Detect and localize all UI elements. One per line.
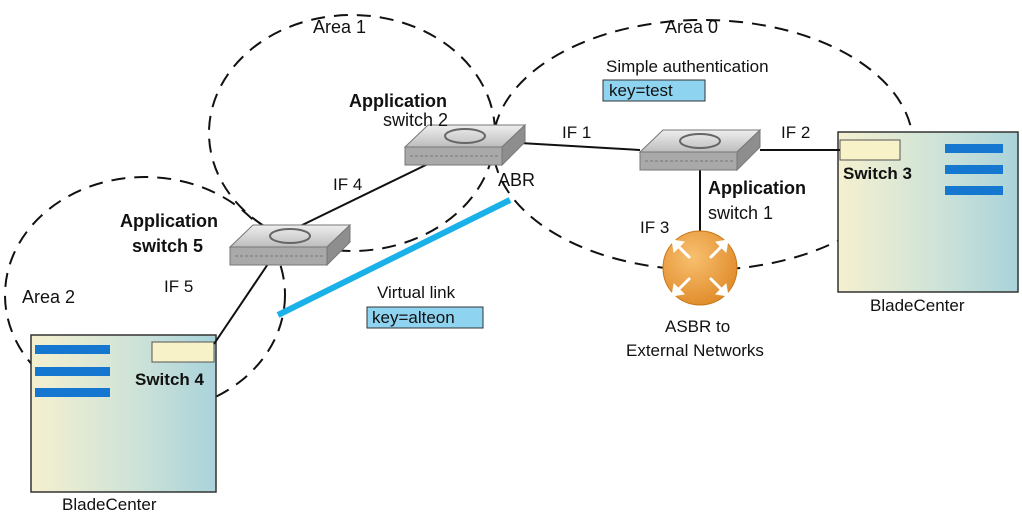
asbr-router-icon[interactable] (662, 230, 738, 306)
link-if4 (291, 161, 433, 231)
application-switch-5[interactable] (228, 223, 352, 267)
virtual-link-key: key=alteon (372, 308, 455, 327)
switch-2-label-line1: Application (349, 91, 447, 111)
asbr-label-line1: ASBR to (665, 317, 730, 336)
switch-1-label-line1: Application (708, 178, 806, 198)
asbr-label-line2: External Networks (626, 341, 764, 360)
switch-2-label-line2: switch 2 (383, 110, 448, 130)
if3-label: IF 3 (640, 218, 669, 237)
switch-3-label: Switch 3 (843, 164, 912, 183)
if5-label: IF 5 (164, 277, 193, 296)
switch-4-label: Switch 4 (135, 370, 205, 389)
area-2-boundary (4, 176, 286, 414)
area-0-label: Area 0 (665, 17, 718, 37)
link-if1 (519, 142, 641, 151)
link-if5 (213, 257, 273, 345)
bladecenter-right-caption: BladeCenter (870, 296, 965, 315)
bay-bar (945, 165, 1003, 174)
bladecenter-left (30, 334, 217, 493)
virtual-link-key-box (366, 306, 484, 329)
area-1-label: Area 1 (313, 17, 366, 37)
if2-label: IF 2 (781, 123, 810, 142)
application-switch-2[interactable] (403, 123, 527, 167)
auth-key-box (602, 79, 706, 102)
auth-key: key=test (609, 81, 673, 100)
area-2-label: Area 2 (22, 287, 75, 307)
switch-4-slot (151, 341, 215, 363)
bay-bar (945, 186, 1003, 195)
bladecenter-right (837, 131, 1019, 293)
auth-title: Simple authentication (606, 57, 769, 76)
bay-bar (945, 144, 1003, 153)
bay-bar (35, 388, 110, 397)
bay-bar (35, 345, 110, 354)
switch-1-label-line2: switch 1 (708, 203, 773, 223)
application-switch-1[interactable] (638, 128, 762, 172)
bay-bar (35, 367, 110, 376)
if4-label: IF 4 (333, 175, 362, 194)
bladecenter-left-caption: BladeCenter (62, 495, 157, 514)
switch-5-label-line2: switch 5 (132, 236, 203, 256)
switch-5-label-line1: Application (120, 211, 218, 231)
if1-label: IF 1 (562, 123, 591, 142)
virtual-link-title: Virtual link (377, 283, 456, 302)
abr-label: ABR (498, 170, 535, 190)
switch-3-slot (839, 139, 901, 161)
virtual-link (276, 197, 512, 318)
